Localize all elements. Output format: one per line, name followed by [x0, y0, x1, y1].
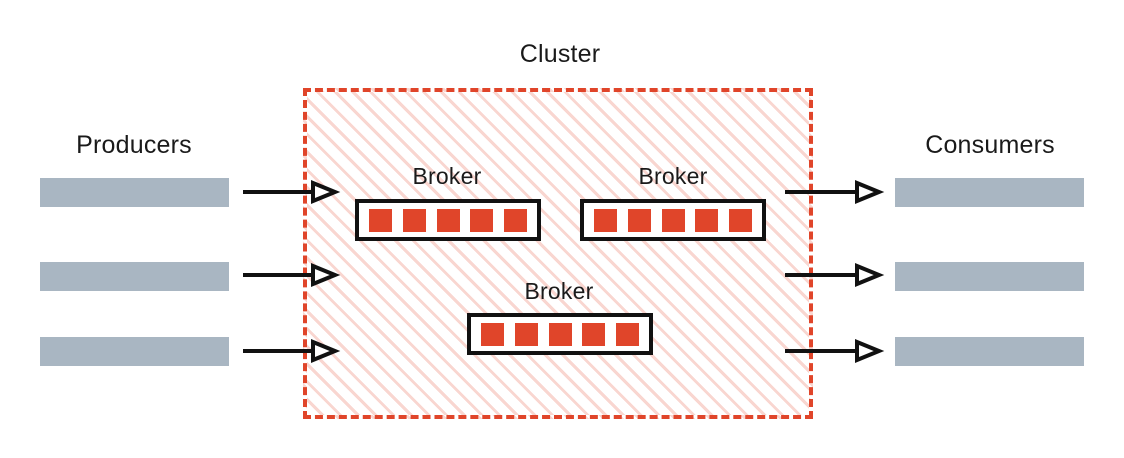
arrow-cluster-to-consumer-2 — [785, 263, 885, 287]
producer-node-2[interactable] — [40, 262, 229, 291]
partition-block — [616, 322, 639, 346]
broker-label-2: Broker — [638, 163, 708, 189]
partition-block — [661, 208, 685, 232]
consumers-title: Consumers — [925, 131, 1055, 159]
arrow-producer-to-cluster-2 — [243, 263, 341, 287]
partition-block — [481, 322, 504, 346]
broker-label-3: Broker — [524, 278, 594, 304]
partition-block — [695, 208, 719, 232]
partition-block — [436, 208, 460, 232]
partition-block — [470, 208, 494, 232]
partition-block — [369, 208, 392, 232]
producers-title: Producers — [76, 131, 192, 159]
cluster-boundary — [303, 88, 813, 419]
producer-node-1[interactable] — [40, 178, 229, 207]
cluster-title: Cluster — [519, 40, 601, 68]
partition-block — [627, 208, 651, 232]
partition-block — [582, 322, 606, 346]
broker-box-2[interactable] — [580, 199, 766, 241]
consumer-node-1[interactable] — [895, 178, 1084, 207]
partition-block — [594, 208, 617, 232]
partition-block — [402, 208, 426, 232]
broker-box-3[interactable] — [467, 313, 653, 355]
partition-block — [514, 322, 538, 346]
partition-block — [729, 208, 752, 232]
consumer-node-3[interactable] — [895, 337, 1084, 366]
producer-node-3[interactable] — [40, 337, 229, 366]
broker-label-1: Broker — [412, 163, 482, 189]
arrow-cluster-to-consumer-3 — [785, 339, 885, 363]
arrow-producer-to-cluster-3 — [243, 339, 341, 363]
partition-block — [504, 208, 527, 232]
arrow-producer-to-cluster-1 — [243, 180, 341, 204]
consumer-node-2[interactable] — [895, 262, 1084, 291]
broker-box-1[interactable] — [355, 199, 541, 241]
partition-block — [548, 322, 572, 346]
arrow-cluster-to-consumer-1 — [785, 180, 885, 204]
